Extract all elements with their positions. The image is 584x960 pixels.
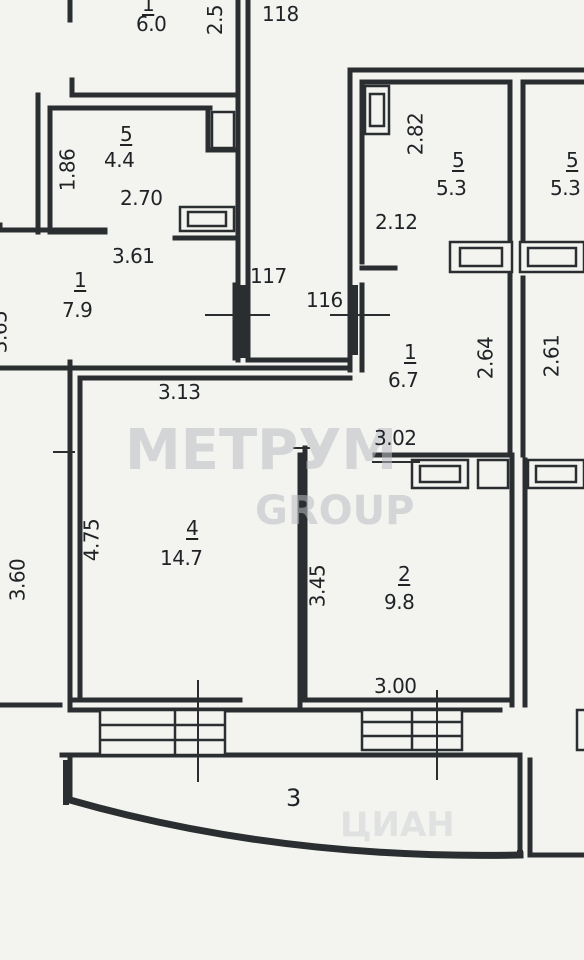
- dimension-label: 2.5: [203, 4, 228, 36]
- room-area: 5.3: [436, 176, 467, 200]
- room-number: 1: [404, 340, 417, 364]
- watermark-site: ЦИАН: [340, 805, 455, 845]
- room-area: 14.7: [160, 546, 203, 570]
- room-area: 6.7: [388, 368, 419, 392]
- dimension-label: 2.12: [375, 210, 418, 234]
- dimension-label: 4.75: [79, 518, 104, 562]
- dimension-label: 1.86: [55, 148, 80, 192]
- dimension-label: 2.82: [403, 112, 428, 156]
- walls: [0, 0, 584, 859]
- room-area: 9.8: [384, 590, 415, 614]
- watermark-brand: МЕТРУМ: [125, 418, 398, 483]
- dimension-label: 3.00: [374, 674, 417, 698]
- room-number: 5: [120, 122, 133, 146]
- room-number: 1: [142, 0, 155, 16]
- room-area: 4.4: [104, 148, 135, 172]
- room-number: 2: [398, 562, 411, 586]
- dimension-label-cropped: 3.65: [0, 310, 12, 354]
- balcony-number: 3: [286, 784, 301, 812]
- room-area: 5.3: [550, 176, 581, 200]
- watermark-group: GROUP: [255, 488, 415, 534]
- fixtures: [98, 84, 584, 757]
- dimension-label: 3.02: [374, 426, 417, 450]
- dimension-label: 2.64: [473, 336, 498, 380]
- door-markers: [53, 285, 523, 858]
- room-number: 5: [452, 148, 465, 172]
- room-area: 6.0: [136, 12, 167, 36]
- dimension-label: 3.13: [158, 380, 201, 404]
- dimension-label: 3.60: [5, 558, 30, 602]
- dimension-label: 116: [306, 288, 343, 312]
- room-number: 4: [186, 516, 199, 540]
- dimension-label: 118: [262, 2, 299, 26]
- dimension-label: 3.45: [305, 564, 330, 608]
- dimension-label: 3.61: [112, 244, 155, 268]
- room-number: 1: [74, 268, 87, 292]
- room-number: 5: [566, 148, 579, 172]
- room-area: 7.9: [62, 298, 93, 322]
- dimension-label: 117: [250, 264, 287, 288]
- dimension-label: 2.61: [539, 334, 564, 378]
- dimension-label: 2.70: [120, 186, 163, 210]
